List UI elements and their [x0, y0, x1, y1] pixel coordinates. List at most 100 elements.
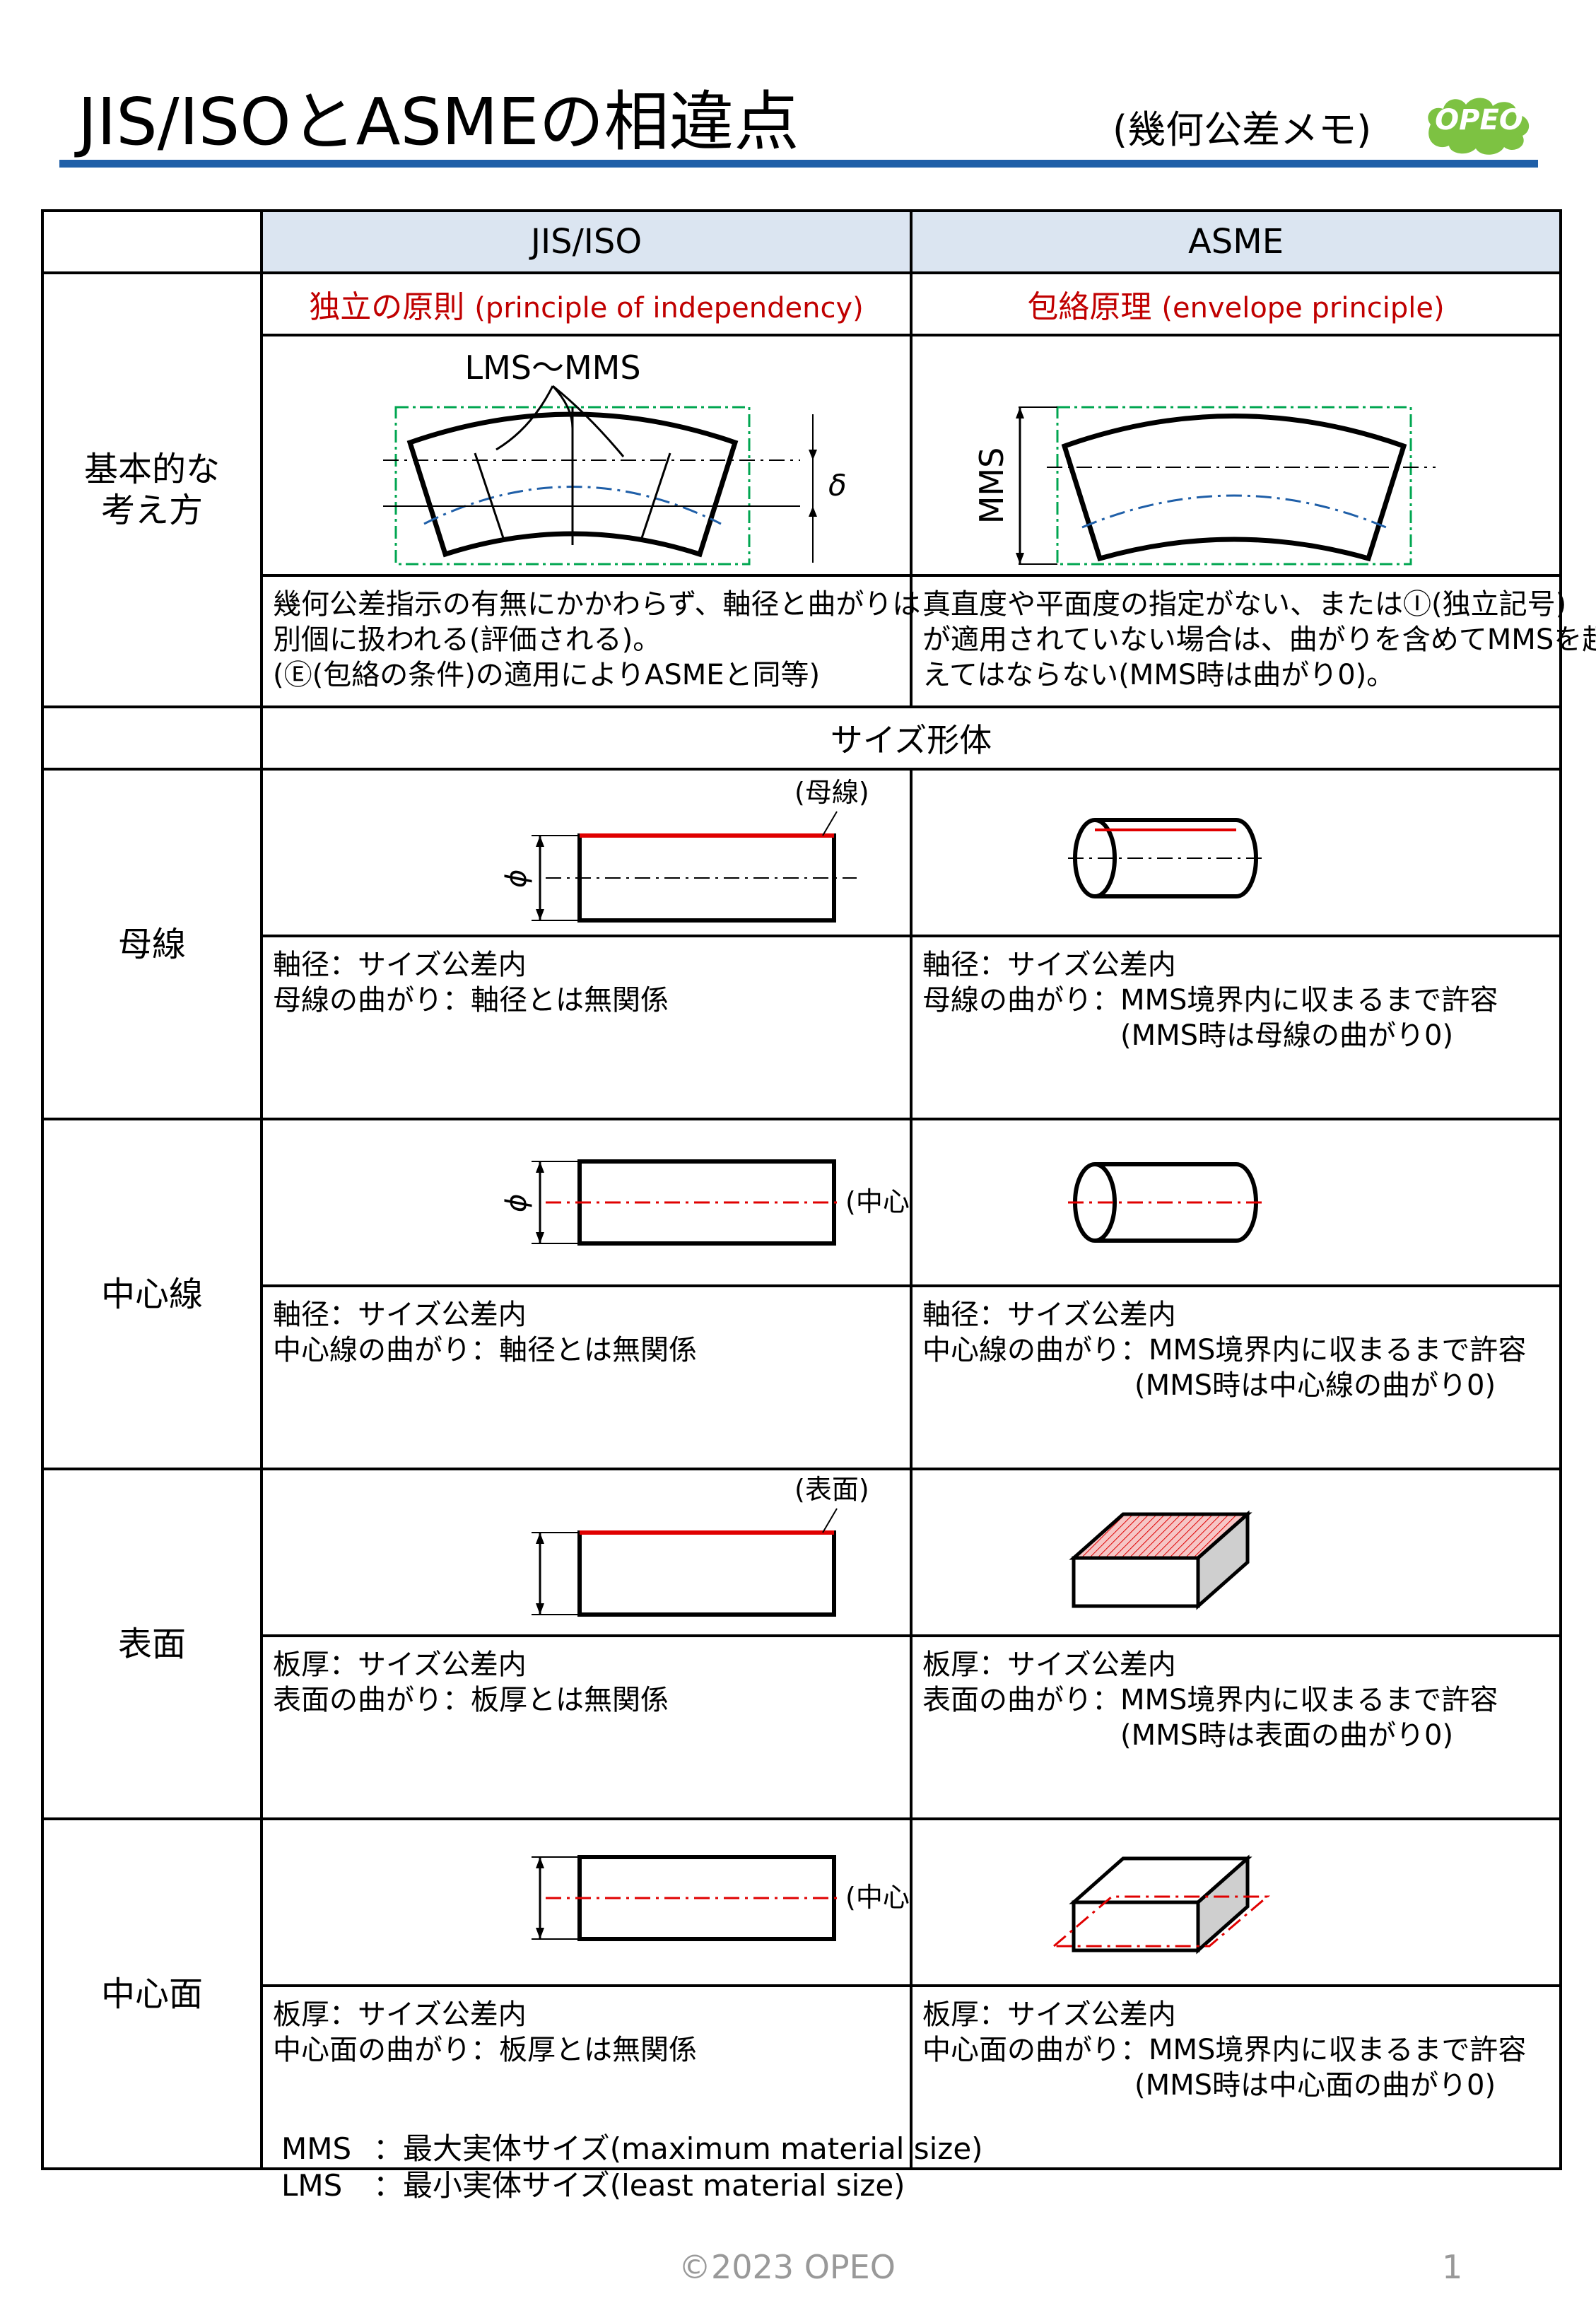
bent-arc-part	[406, 411, 739, 558]
legend-item: LMS ：最小実体サイズ(least material size)	[281, 2167, 983, 2204]
text-line: 板厚：サイズ公差内	[273, 1998, 527, 2031]
jis-surface-figure-cell: (表面)	[260, 1468, 913, 1637]
legend-term: MMS	[281, 2131, 352, 2166]
text-line: 軸径：サイズ公差内	[922, 1299, 1176, 1331]
jis-midplane-figure-cell: (中心面)	[260, 1817, 913, 1987]
text-line: 軸径：サイズ公差内	[922, 949, 1176, 981]
concept-figure-row: LMS～MMS δ	[42, 334, 1562, 577]
dim-arrow	[536, 836, 544, 847]
asme-principle-jp: 包絡原理	[1027, 289, 1152, 325]
mms-arrow	[1016, 407, 1024, 418]
comparison-table: JIS/ISO ASME 基本的な 考え方 独立の原則 (principle o…	[41, 209, 1596, 2170]
asme-midplane-figure-cell	[910, 1817, 1562, 1987]
dim-arrow	[536, 1928, 544, 1939]
jis-principle: 独立の原則 (principle of independency)	[260, 271, 913, 336]
red-midplane	[1050, 1895, 1271, 1948]
jis-midplane-figure: (中心面)	[532, 1855, 913, 1941]
legend-definition: ：最小実体サイズ(least material size)	[373, 2168, 905, 2203]
asme-generatrix-figure-cell	[910, 768, 1562, 937]
page-title: JIS/ISOとASMEの相違点	[78, 84, 799, 160]
jis-surface-text: 板厚：サイズ公差内 表面の曲がり：板厚とは無関係	[260, 1634, 913, 1820]
legend-term: LMS	[281, 2168, 343, 2203]
text-line: (MMS時は母線の曲がり0)	[1120, 1019, 1454, 1052]
generatrix-label: (母線)	[794, 777, 869, 808]
asme-midplane-figure	[1050, 1854, 1271, 1955]
text-line: 幾何公差指示の有無にかかわらず、軸径と曲がりは	[273, 588, 921, 621]
logo-text: OPEO	[1435, 104, 1523, 136]
asme-concept-text: 真直度や平面度の指定がない、またはⒾ(独立記号) が適用されていない場合は、曲が…	[910, 574, 1596, 708]
col-head-jis: JIS/ISO	[260, 209, 913, 274]
dim-arrow	[536, 1232, 544, 1243]
generatrix-figure-row: 母線 ϕ (母線)	[41, 768, 1562, 1120]
text-line: 真直度や平面度の指定がない、またはⒾ(独立記号)	[922, 588, 1567, 621]
jis-principle-en: (principle of independency)	[474, 292, 864, 324]
leader-line	[822, 811, 838, 836]
text-line: 板厚：サイズ公差内	[922, 1998, 1176, 2031]
jis-generatrix-figure-cell: ϕ (母線)	[260, 768, 913, 937]
jis-generatrix-text: 軸径：サイズ公差内 母線の曲がり：軸径とは無関係	[260, 935, 913, 1120]
asme-generatrix-figure	[1068, 818, 1263, 898]
leader-line	[822, 1508, 838, 1533]
table-header-row: JIS/ISO ASME	[41, 209, 1562, 274]
asme-concept-figure: MMS	[973, 406, 1436, 566]
text-line: 表面の曲がり：板厚とは無関係	[273, 1684, 669, 1716]
surface-figure-row: 表面 (表面)	[41, 1468, 1562, 1820]
asme-centerline-figure	[1068, 1162, 1263, 1243]
jis-concept-figure: LMS～MMS δ	[383, 349, 847, 566]
asme-surface-figure	[1069, 1510, 1252, 1610]
col-head-asme: ASME	[910, 209, 1562, 274]
jis-centerline-figure: ϕ (中心線)	[500, 1159, 913, 1246]
dimension-arrow	[640, 452, 671, 539]
size-feature-heading: サイズ形体	[260, 705, 1562, 771]
surface-label: (表面)	[794, 1474, 869, 1505]
text-line: 表面の曲がり：MMS境界内に収まるまで許容	[922, 1684, 1498, 1716]
corner-cell	[41, 209, 263, 274]
plate-side-view	[577, 1530, 836, 1617]
asme-centerline-figure-cell	[910, 1118, 1562, 1287]
empty-label-cell	[41, 705, 263, 771]
jis-centerline-figure-cell: ϕ (中心線)	[260, 1118, 913, 1287]
text-line: 中心線の曲がり：MMS境界内に収まるまで許容	[922, 1334, 1527, 1366]
midplane-figure-row: 中心面 (中心面)	[41, 1817, 1562, 2170]
asme-principle: 包絡原理 (envelope principle)	[910, 271, 1562, 336]
text-line: が適用されていない場合は、曲がりを含めてMMSを超	[922, 623, 1596, 656]
mms-boundary-frame	[1056, 406, 1412, 566]
jis-concept-text: 幾何公差指示の有無にかかわらず、軸径と曲がりは 別個に扱われる(評価される)。 …	[260, 574, 921, 708]
delta-arrow	[809, 506, 817, 517]
dim-arrow	[536, 1533, 544, 1544]
row-label-surface: 表面	[41, 1468, 263, 1820]
page-number: 1	[1442, 2248, 1463, 2286]
surface-text-row: 板厚：サイズ公差内 表面の曲がり：板厚とは無関係 板厚：サイズ公差内 表面の曲が…	[42, 1634, 1562, 1820]
text-line: (MMS時は中心線の曲がり0)	[1134, 1369, 1496, 1402]
centerline-figure-row: 中心線 ϕ (中心線)	[41, 1118, 1562, 1470]
leader-lines	[495, 385, 625, 457]
jis-concept-figure-cell: LMS～MMS δ	[260, 334, 913, 577]
row-label-centerline: 中心線	[41, 1118, 263, 1470]
centerline-label: (中心線)	[845, 1186, 913, 1217]
text-line: 板厚：サイズ公差内	[273, 1649, 527, 1681]
concept-label-line: 考え方	[100, 491, 203, 530]
asme-midplane-text: 板厚：サイズ公差内 中心面の曲がり：MMS境界内に収まるまで許容 (MMS時は中…	[910, 1984, 1562, 2170]
concept-label: 基本的な 考え方	[41, 271, 263, 708]
row-label-generatrix: 母線	[41, 768, 263, 1120]
phi-symbol: ϕ	[500, 869, 533, 888]
delta-arrow	[809, 450, 817, 460]
asme-centerline-text: 軸径：サイズ公差内 中心線の曲がり：MMS境界内に収まるまで許容 (MMS時は中…	[910, 1284, 1562, 1470]
centerline-text-row: 軸径：サイズ公差内 中心線の曲がり：軸径とは無関係 軸径：サイズ公差内 中心線の…	[42, 1284, 1562, 1470]
legend-item: MMS：最大実体サイズ(maximum material size)	[281, 2131, 983, 2167]
concept-label-line: 基本的な	[83, 450, 220, 489]
asme-concept-figure-cell: MMS	[910, 334, 1562, 577]
dim-arrow	[536, 909, 544, 920]
size-feature-header-row: サイズ形体	[41, 705, 1562, 771]
bent-arc-part	[1061, 414, 1407, 562]
page-subtitle: (幾何公差メモ)	[1113, 107, 1372, 152]
phi-symbol: ϕ	[500, 1194, 533, 1212]
text-line: 母線の曲がり：MMS境界内に収まるまで許容	[922, 984, 1498, 1017]
dim-arrow	[536, 1161, 544, 1173]
text-line: 中心線の曲がり：軸径とは無関係	[273, 1334, 697, 1366]
delta-symbol: δ	[828, 468, 847, 503]
opeo-logo	[1428, 98, 1530, 155]
text-line: 母線の曲がり：軸径とは無関係	[273, 984, 669, 1017]
text-line: 軸径：サイズ公差内	[273, 1299, 527, 1331]
asme-principle-en: (envelope principle)	[1161, 292, 1445, 324]
